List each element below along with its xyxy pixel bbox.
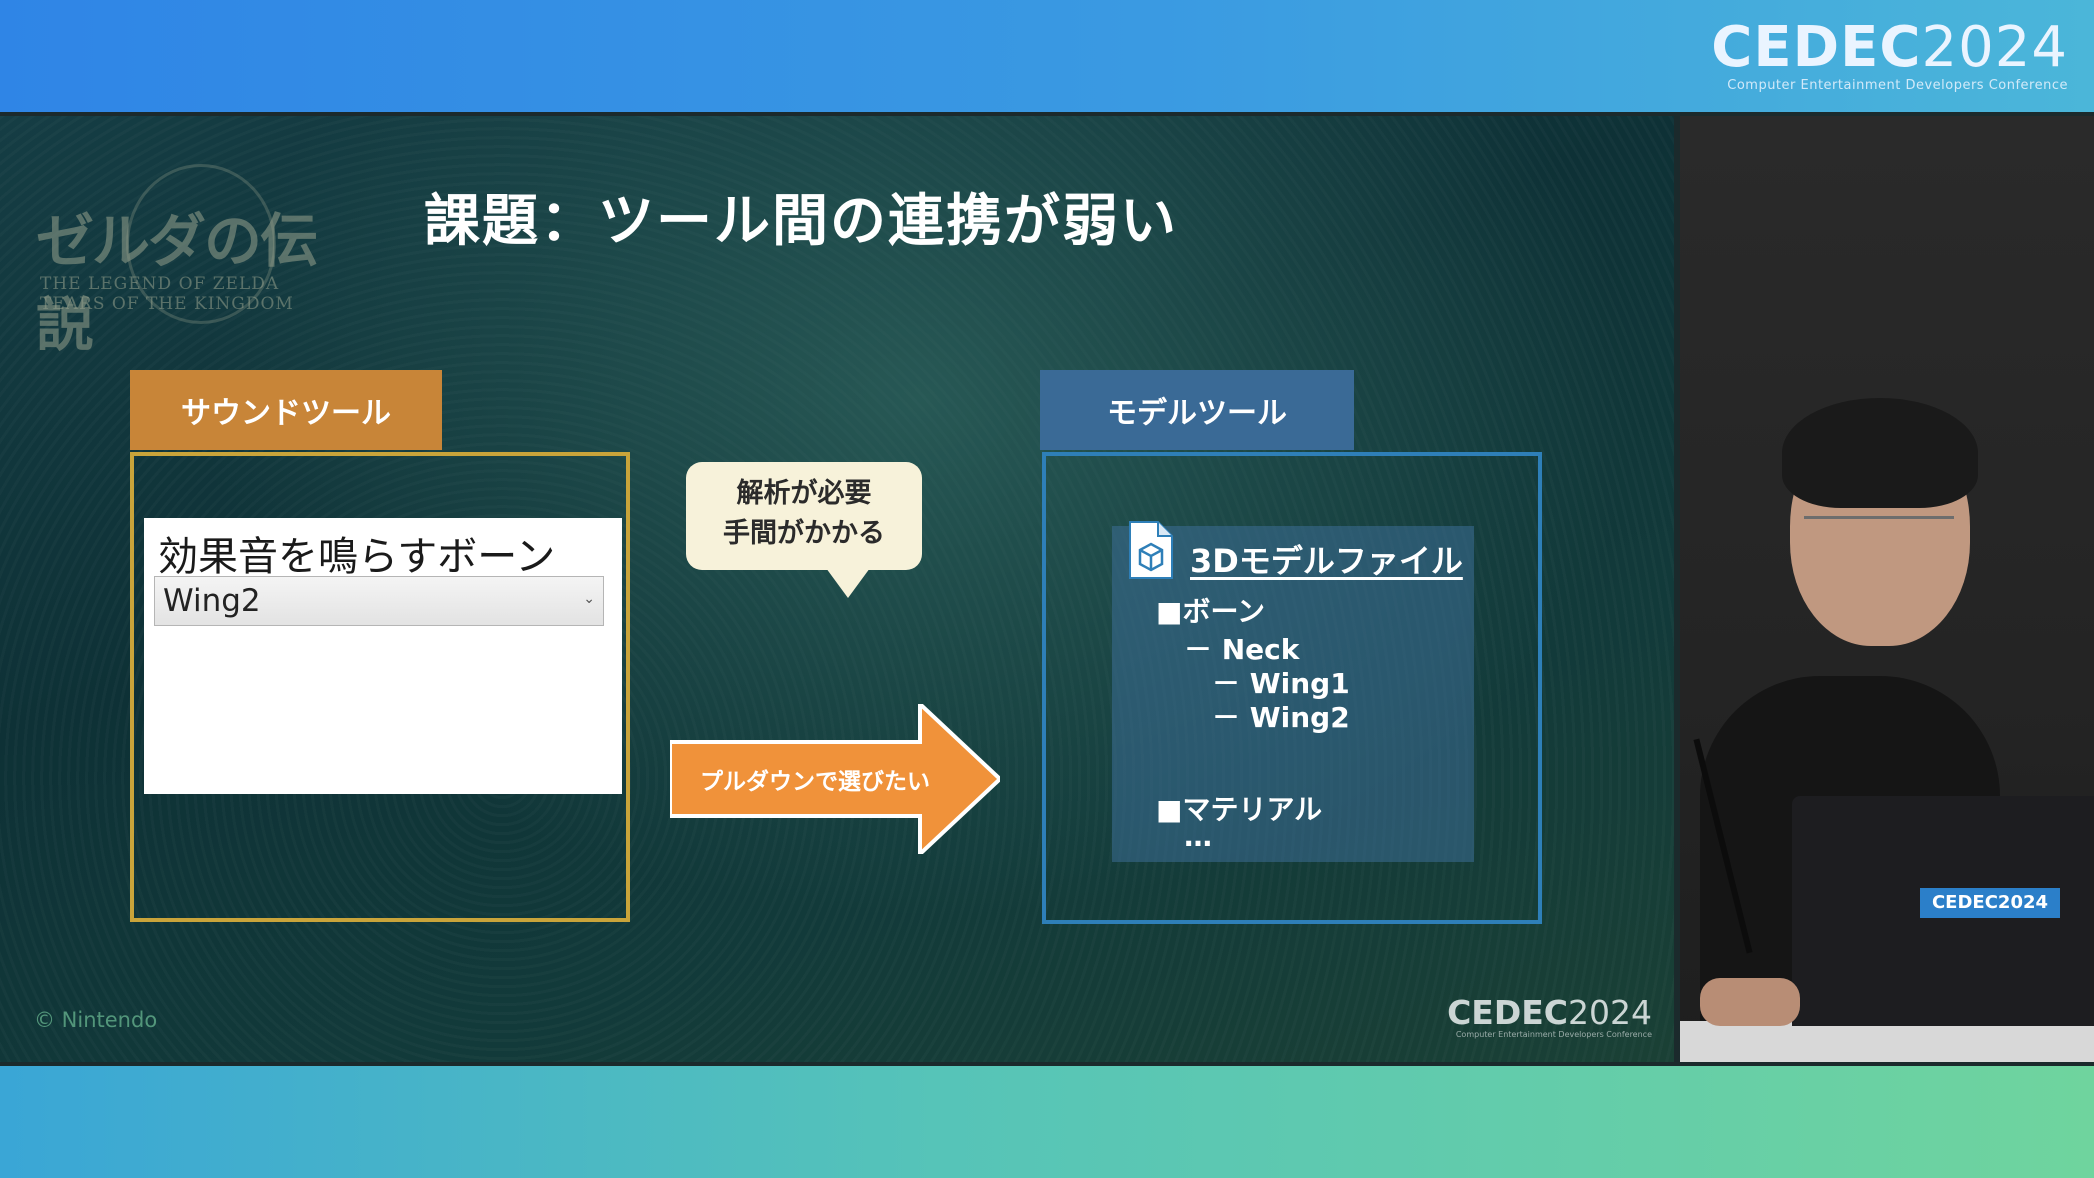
- speaker-hair: [1782, 398, 1978, 508]
- sound-tool-window: 効果音を鳴らすボーン Wing2 ⌄: [144, 518, 622, 794]
- model-file-window: 3Dモデルファイル ■ボーン － Neck － Wing1 － Wing2 ■マ…: [1112, 521, 1474, 862]
- speaker-glasses: [1804, 516, 1954, 552]
- game-logo-emblem: [126, 164, 276, 324]
- conference-logo-word: CEDEC: [1711, 15, 1922, 80]
- conference-logo: CEDEC2024 Computer Entertainment Develop…: [1711, 15, 2068, 94]
- lectern-desk: [1680, 1021, 2094, 1062]
- callout-tail: [826, 568, 870, 598]
- game-logo: ゼルダの伝説 THE LEGEND OF ZELDA TEARS OF THE …: [36, 164, 346, 359]
- tree-item-neck: － Neck: [1184, 633, 1300, 666]
- tree-item-more: …: [1184, 820, 1212, 853]
- model-file-title: 3Dモデルファイル: [1190, 542, 1463, 580]
- file-cube-icon: [1129, 521, 1173, 579]
- slide-logo-word: CEDEC: [1447, 993, 1569, 1032]
- slide-logo-subtitle: Computer Entertainment Developers Confer…: [1455, 1030, 1652, 1039]
- chevron-down-icon: ⌄: [583, 591, 595, 607]
- model-tool-panel: 3Dモデルファイル ■ボーン － Neck － Wing1 － Wing2 ■マ…: [1042, 452, 1542, 924]
- game-logo-subtitle: THE LEGEND OF ZELDA TEARS OF THE KINGDOM: [40, 274, 294, 314]
- model-tool-tab: モデルツール: [1040, 370, 1354, 450]
- bone-select-value: Wing2: [163, 583, 261, 619]
- speaker-hand: [1700, 978, 1800, 1026]
- callout-line-1: 解析が必要: [736, 478, 872, 509]
- copyright-text: © Nintendo: [34, 1008, 158, 1032]
- tree-item-wing1: － Wing1: [1212, 667, 1350, 700]
- conference-logo-year: 2024: [1921, 15, 2068, 80]
- presentation-slide: ゼルダの伝説 THE LEGEND OF ZELDA TEARS OF THE …: [0, 116, 1674, 1062]
- slide-logo-year: 2024: [1568, 993, 1652, 1032]
- sound-tool-panel: 効果音を鳴らすボーン Wing2 ⌄: [130, 452, 630, 922]
- bottom-banner: [0, 1066, 2094, 1178]
- slide-title: 課題：ツール間の連携が弱い: [424, 189, 1178, 254]
- laptop-sticker: CEDEC2024: [1920, 888, 2060, 918]
- tree-item-bones: ■ボーン: [1156, 595, 1266, 628]
- top-banner: [0, 0, 2094, 112]
- tree-item-wing2: － Wing2: [1212, 701, 1350, 734]
- slide-conference-logo: CEDEC2024 Computer Entertainment Develop…: [1447, 993, 1652, 1040]
- callout-line-2: 手間がかかる: [723, 518, 885, 549]
- tree-item-materials: ■マテリアル: [1156, 793, 1323, 826]
- conference-logo-subtitle: Computer Entertainment Developers Confer…: [1727, 78, 2068, 93]
- game-logo-title: ゼルダの伝説: [36, 207, 318, 359]
- sound-tool-tab: サウンドツール: [130, 370, 442, 450]
- bone-field-label: 効果音を鳴らすボーン: [158, 534, 556, 580]
- arrow-label: プルダウンで選びたい: [700, 769, 930, 795]
- callout-bubble: 解析が必要 手間がかかる: [686, 462, 922, 570]
- speaker-camera: CEDEC2024: [1680, 116, 2094, 1062]
- bone-select[interactable]: Wing2 ⌄: [154, 576, 604, 626]
- right-arrow-icon: [670, 704, 1000, 854]
